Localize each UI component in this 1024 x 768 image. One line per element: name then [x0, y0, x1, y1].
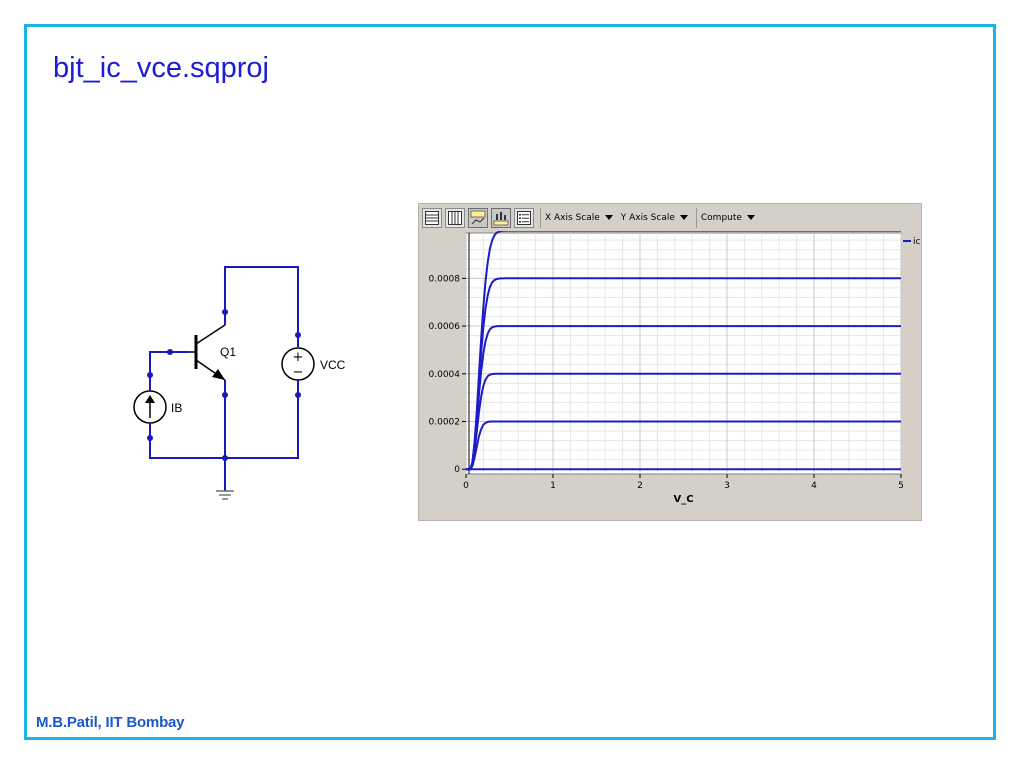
x-axis-label: V_C: [673, 494, 693, 505]
plot-window: X Axis Scale Y Axis Scale Compute 0 1 2 3 4 5…: [418, 203, 922, 521]
x-tick-label: 4: [811, 481, 817, 491]
transistor-q1: Q1: [190, 324, 236, 381]
transistor-label: Q1: [220, 345, 236, 359]
x-tick-label: 3: [724, 481, 730, 491]
bar-label-icon: [493, 211, 509, 225]
vcc-plus: +: [293, 350, 304, 365]
y-axis-scale-dropdown[interactable]: Y Axis Scale: [621, 213, 688, 223]
x-axis-scale-label: X Axis Scale: [545, 212, 600, 223]
current-source-ib: IB: [133, 380, 182, 433]
y-axis-scale-label: Y Axis Scale: [620, 212, 675, 223]
vertical-grid-button[interactable]: [445, 207, 465, 228]
voltage-source-vcc: + − VCC: [281, 335, 346, 391]
voltage-source-label: VCC: [320, 358, 346, 372]
x-tick-label: 0: [463, 481, 469, 491]
x-tick-label: 5: [898, 481, 904, 491]
legend-button[interactable]: [514, 207, 534, 228]
legend-label: ic: [913, 237, 921, 247]
ground-icon: [216, 490, 234, 500]
chevron-down-icon: [679, 215, 688, 220]
slide-footer: M.B.Patil, IIT Bombay: [36, 714, 185, 731]
wire-right: [225, 391, 299, 459]
legend-icon: [517, 210, 531, 225]
plot-area: [465, 232, 902, 475]
ic-curve-3: [466, 372, 901, 471]
abc-label-icon: [470, 210, 486, 224]
abc-label-button[interactable]: [468, 207, 488, 228]
y-tick-label: 0.0002: [429, 418, 461, 428]
toolbar-separator: [695, 207, 697, 228]
slide-title: bjt_ic_vce.sqproj: [53, 52, 269, 84]
circuit-diagram: Q1 IB + − VCC: [133, 266, 346, 500]
horizontal-grid-icon: [425, 210, 439, 225]
wire-top: [224, 266, 299, 335]
x-axis-scale-dropdown[interactable]: X Axis Scale: [545, 213, 613, 223]
circuit-nodes: [147, 309, 301, 461]
toolbar-separator: [540, 207, 541, 228]
y-tick-label: 0.0004: [429, 370, 461, 380]
chevron-down-icon: [604, 215, 613, 220]
ic-vce-plot[interactable]: 0 1 2 3 4 5 0 0.0002 0.0004 0.0006 0.0008 icV_C: [419, 231, 921, 520]
vertical-grid-icon: [448, 210, 462, 225]
wire-bottom-left: [149, 433, 225, 459]
horizontal-grid-button[interactable]: [422, 207, 442, 228]
slide-frame: [24, 24, 996, 740]
y-tick-label: 0.0006: [429, 322, 461, 332]
compute-dropdown[interactable]: Compute: [701, 213, 755, 223]
bar-label-button[interactable]: [491, 207, 511, 228]
ic-curve-1: [466, 277, 901, 471]
y-tick-label: 0.0008: [429, 274, 461, 284]
current-source-label: IB: [171, 401, 182, 415]
compute-label: Compute: [700, 212, 742, 223]
ic-curve-4: [466, 420, 901, 471]
x-tick-label: 1: [550, 481, 556, 491]
chevron-down-icon: [746, 215, 755, 220]
plot-toolbar: X Axis Scale Y Axis Scale Compute: [419, 204, 921, 231]
x-tick-label: 2: [637, 481, 643, 491]
ic-curve-2: [466, 325, 901, 471]
wire-base: [149, 351, 190, 380]
vcc-minus: −: [293, 365, 304, 380]
y-tick-label: 0: [454, 465, 460, 475]
